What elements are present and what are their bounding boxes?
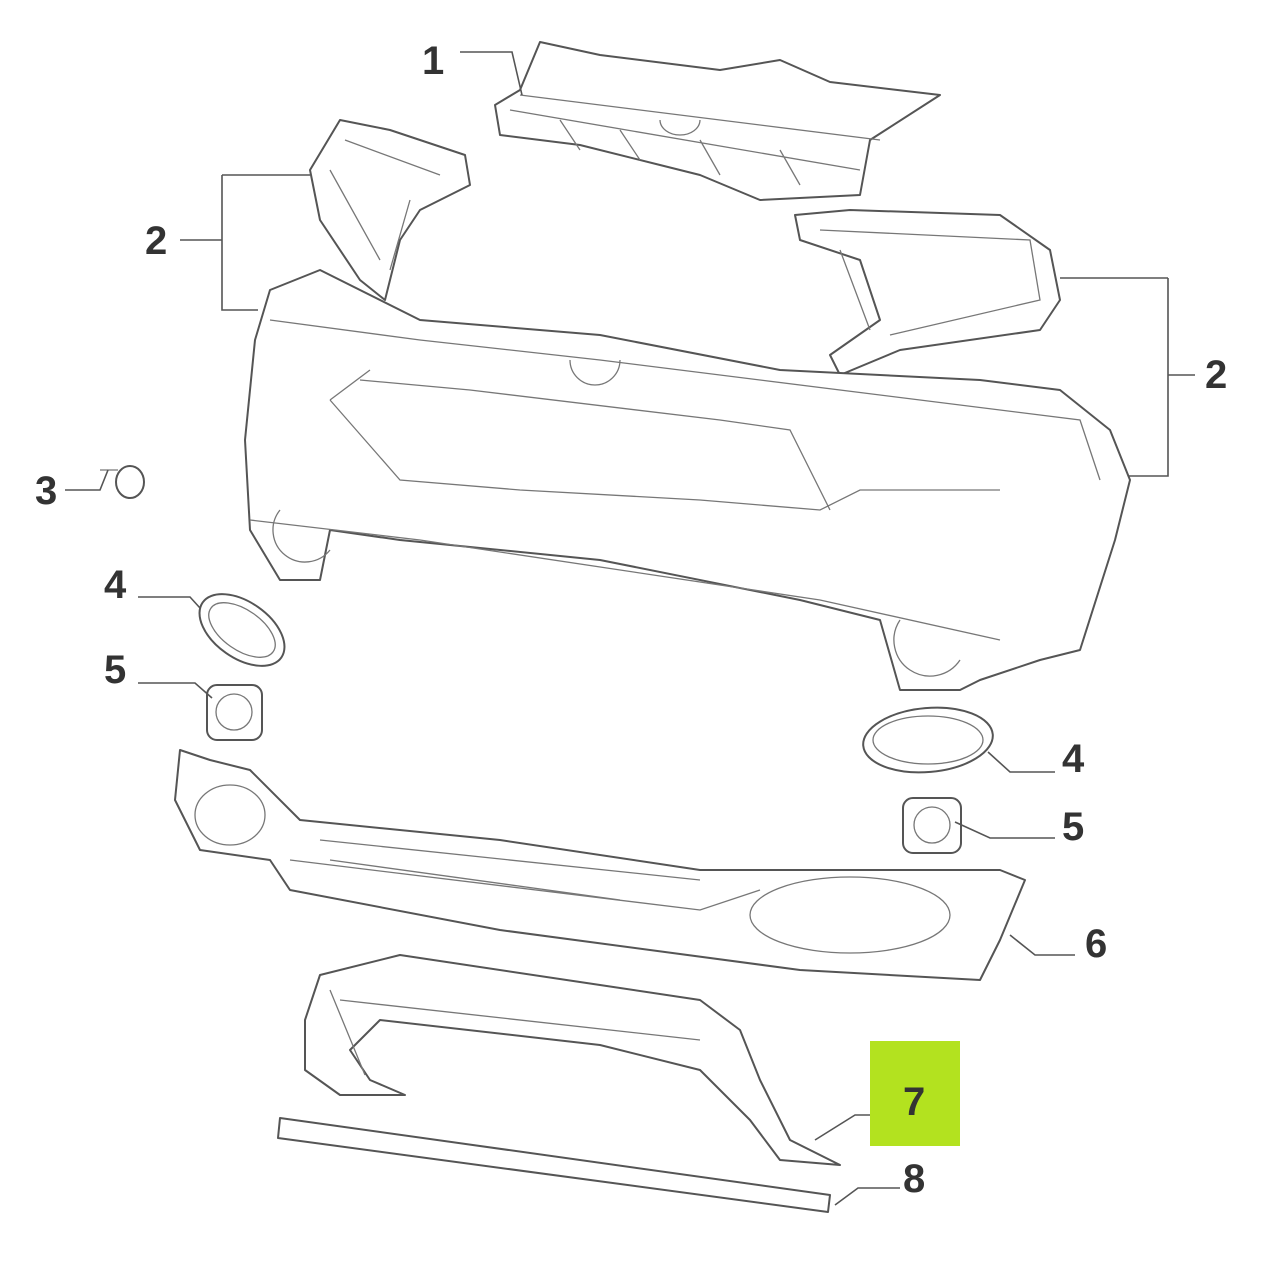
part-2-right-bracket[interactable] <box>794 209 1061 376</box>
part-1-upper-bracket[interactable] <box>494 41 941 201</box>
part-4-left-fog-frame[interactable] <box>187 580 298 681</box>
label-4-left: 4 <box>104 563 127 607</box>
label-1: 1 <box>422 39 444 83</box>
label-3: 3 <box>35 469 57 513</box>
highlight-box-part-7 <box>870 1041 960 1146</box>
label-2-right: 2 <box>1205 353 1227 397</box>
label-5-right: 5 <box>1062 805 1084 849</box>
part-3-tow-cap[interactable] <box>100 465 145 499</box>
label-2-left: 2 <box>145 219 167 263</box>
label-8: 8 <box>903 1157 925 1201</box>
leader-lines <box>65 51 1195 1206</box>
part-2-left-bracket[interactable] <box>309 119 471 301</box>
part-5-left-fog-bezel[interactable] <box>206 684 263 741</box>
label-6: 6 <box>1085 922 1107 966</box>
part-7-skid-plate[interactable] <box>304 954 841 1166</box>
label-4-right: 4 <box>1062 737 1085 781</box>
part-5-right-fog-bezel[interactable] <box>902 797 962 854</box>
part-8-trim-strip[interactable] <box>277 1117 831 1213</box>
part-4-right-fog-frame[interactable] <box>860 702 995 777</box>
label-5-left: 5 <box>104 648 126 692</box>
main-bumper-cover[interactable] <box>244 269 1131 691</box>
label-7: 7 <box>903 1080 925 1124</box>
part-6-lower-skirt[interactable] <box>174 749 1026 981</box>
